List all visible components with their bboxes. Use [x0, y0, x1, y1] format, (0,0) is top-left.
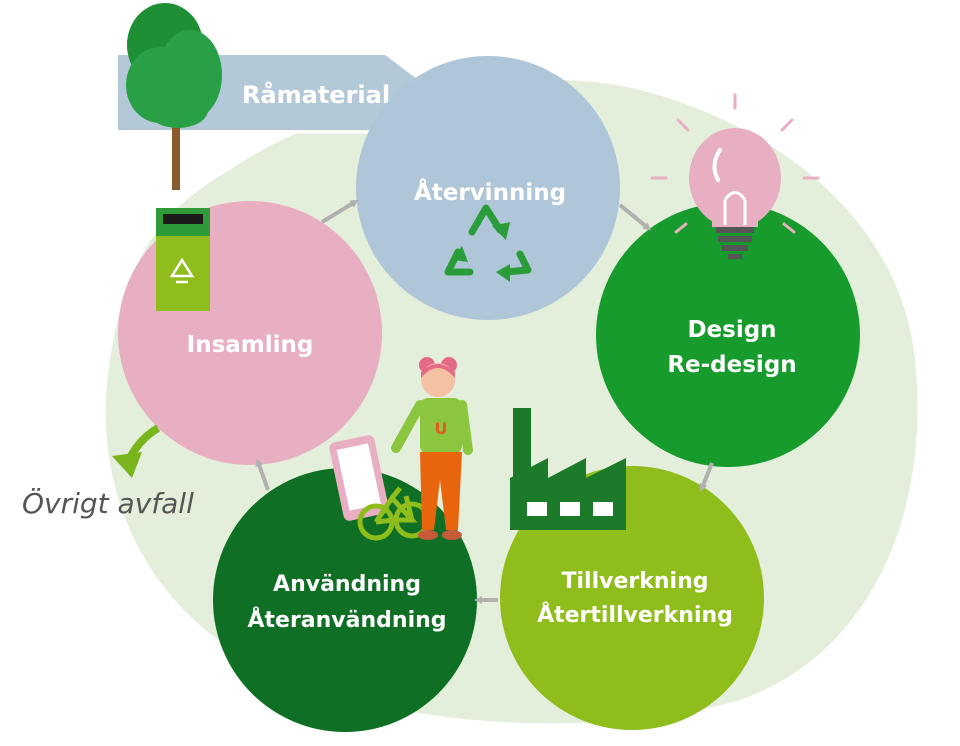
- stage-recycling: [356, 56, 620, 320]
- stage-use-label-1: Användning: [273, 572, 421, 597]
- arrow-design-to-manufacturing: [699, 462, 714, 492]
- other-waste-label: Övrigt avfall: [22, 486, 194, 520]
- person-shirt-letter: U: [435, 419, 448, 438]
- arrow-use-to-collection: [255, 458, 270, 491]
- stage-design-label-2: Re-design: [667, 352, 796, 378]
- stage-collection-label: Insamling: [187, 332, 314, 358]
- raw-material-label: Råmaterial: [242, 80, 390, 109]
- stage-manufacturing-label-2: Återtillverkning: [537, 602, 733, 628]
- phone-icon: [329, 435, 389, 521]
- stage-use-label-2: Återanvändning: [247, 607, 446, 633]
- stage-design: [596, 203, 860, 467]
- person-icon: U: [391, 357, 473, 540]
- tree-icon: [126, 3, 222, 190]
- arrow-recycling-to-design: [618, 203, 652, 231]
- recycle-icon: [444, 204, 532, 282]
- stage-recycling-label: Återvinning: [414, 178, 566, 206]
- stage-design-label-1: Design: [687, 317, 776, 343]
- factory-icon: [510, 408, 626, 530]
- lightbulb-icon: [650, 93, 820, 259]
- stage-manufacturing-label-1: Tillverkning: [562, 569, 709, 594]
- recycling-bin-icon: [156, 208, 210, 311]
- arrow-collection-to-recycling: [320, 199, 359, 224]
- stage-manufacturing: [500, 466, 764, 730]
- other-waste-arrowhead: [112, 452, 142, 478]
